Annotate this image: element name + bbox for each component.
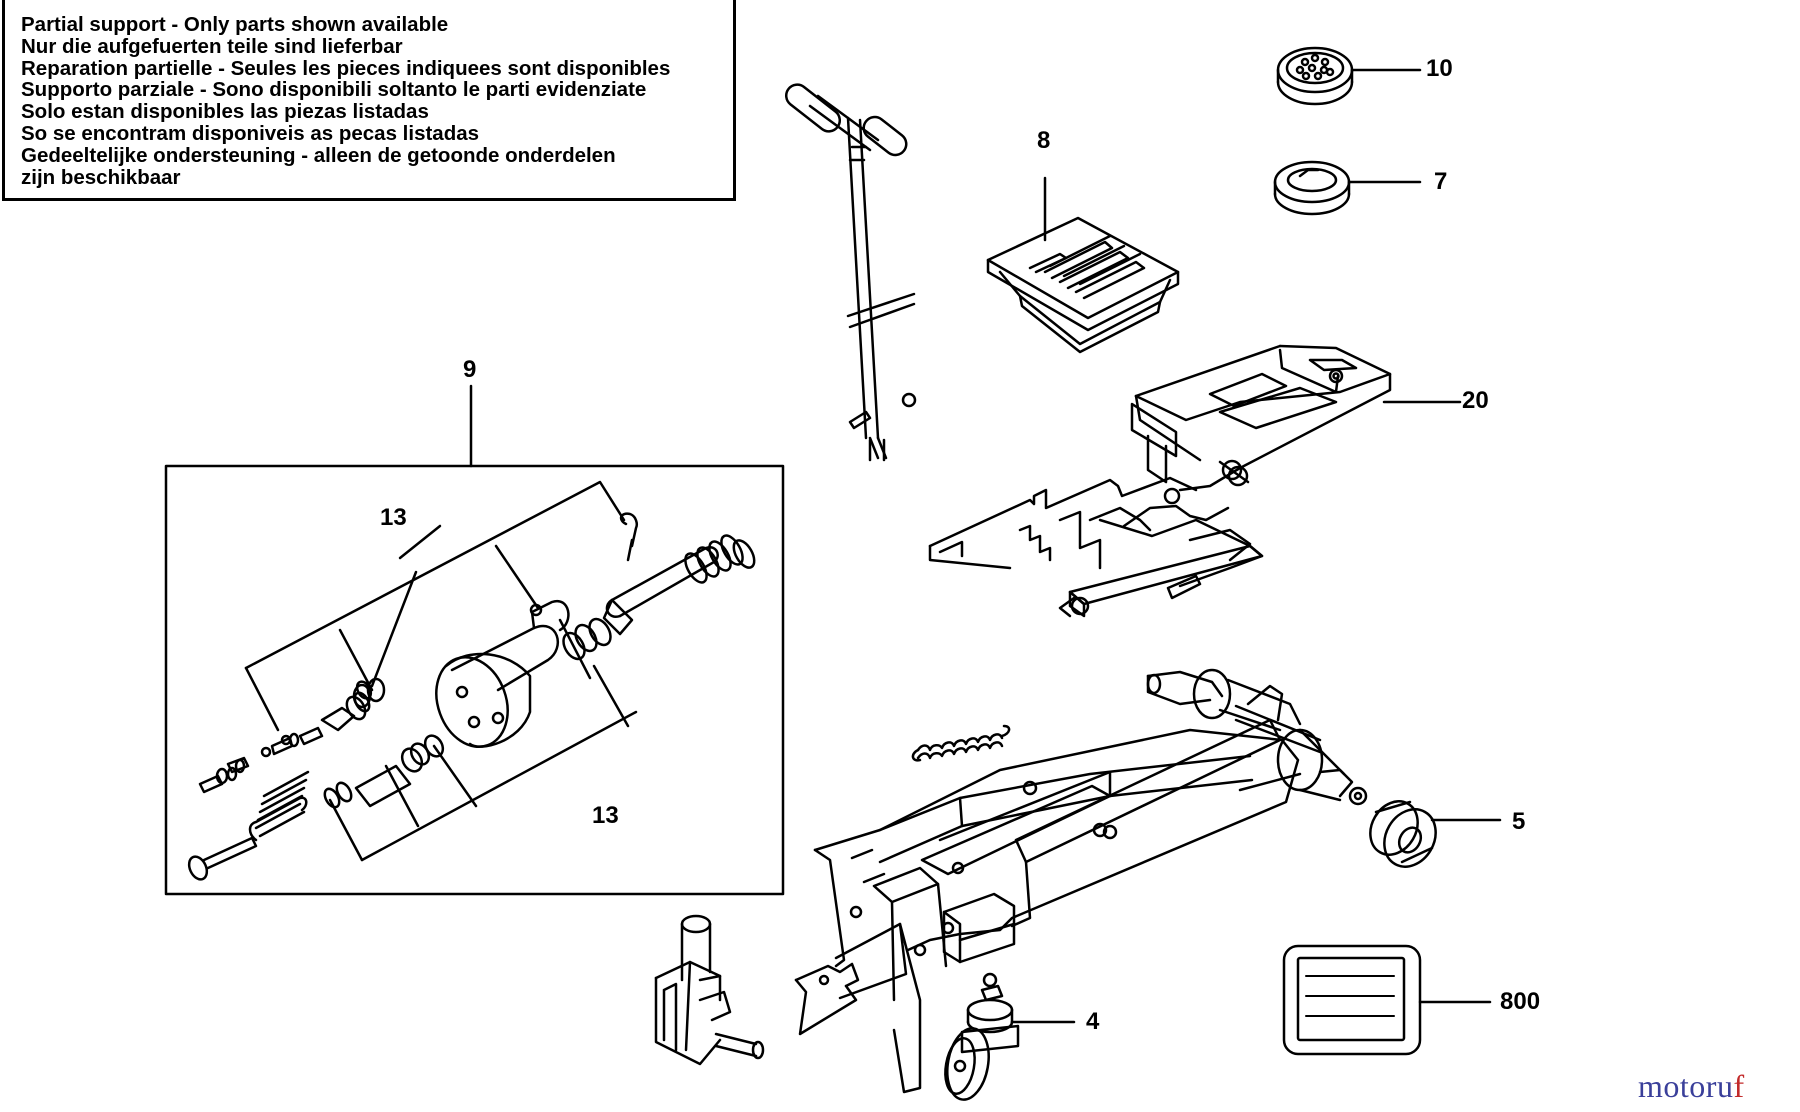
callout-10: 10 <box>1426 55 1453 82</box>
watermark-text-b: f <box>1733 1068 1745 1104</box>
partial-support-notice: Partial support - Only parts shown avail… <box>2 0 736 201</box>
notice-line-en: Partial support - Only parts shown avail… <box>21 13 449 36</box>
part-800-label <box>1282 944 1492 1056</box>
jack-handle <box>784 83 917 462</box>
notice-line-nl-2: zijn beschikbaar <box>21 165 181 189</box>
callout-5: 5 <box>1512 808 1526 835</box>
callout-13-bottom: 13 <box>592 802 619 829</box>
lock-bracket <box>794 962 860 1036</box>
watermark-text-a: motoru <box>1638 1068 1734 1104</box>
part-5-rear-wheel <box>1369 800 1502 868</box>
notice-line-pt: So se encontram disponiveis as pecas lis… <box>21 121 480 145</box>
part-10-filter <box>1276 46 1422 106</box>
part-9-cylinder-kit <box>164 384 785 896</box>
return-spring <box>911 724 1011 762</box>
callout-8: 8 <box>1037 127 1051 154</box>
notice-line-de: Nur die aufgefuerten teile sind lieferba… <box>21 34 403 58</box>
notice-line-es: Solo estan disponibles las piezas listad… <box>21 100 429 124</box>
part-4-caster-wheel <box>944 972 1076 1101</box>
part-7-cap <box>1273 160 1422 216</box>
jack-frame <box>813 718 1300 1094</box>
callout-7: 7 <box>1434 168 1448 195</box>
pump-block <box>654 914 765 1066</box>
callout-13-top: 13 <box>380 504 407 531</box>
callout-20: 20 <box>1462 387 1489 414</box>
callout-800: 800 <box>1500 988 1541 1015</box>
notice-line-it: Supporto parziale - Sono disponibili sol… <box>21 78 647 102</box>
callout-4: 4 <box>1086 1008 1100 1035</box>
part-8-case <box>986 176 1180 354</box>
callout-9: 9 <box>463 356 477 383</box>
motoruf-watermark: motoruf <box>1638 1068 1745 1105</box>
notice-line-fr: Reparation partielle - Seules les pieces… <box>21 56 671 80</box>
pump-link-assembly <box>928 476 1264 618</box>
rear-axle <box>1146 668 1368 806</box>
part-20-lift-arm <box>1130 344 1462 505</box>
notice-line-nl: Gedeeltelijke ondersteuning - alleen de … <box>21 143 616 167</box>
